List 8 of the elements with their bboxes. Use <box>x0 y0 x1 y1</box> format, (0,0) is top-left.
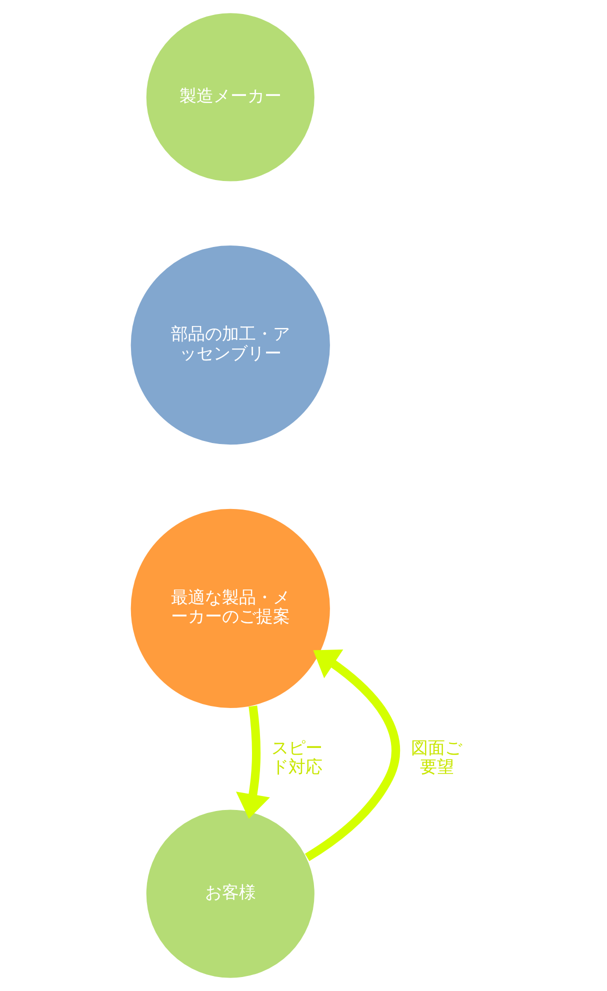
node-circle: 製造メーカー <box>144 12 316 182</box>
arrow <box>236 706 270 819</box>
edge-label: 図面ご要望 <box>410 738 462 778</box>
node-circle: 最適な製品・メーカーのご提案 <box>129 508 331 710</box>
edge-label: スピード対応 <box>271 738 322 778</box>
arrow <box>304 650 400 862</box>
node-circle: 部品の加工・アッセンブリー <box>129 244 331 446</box>
node-circle: お客様 <box>144 808 316 979</box>
